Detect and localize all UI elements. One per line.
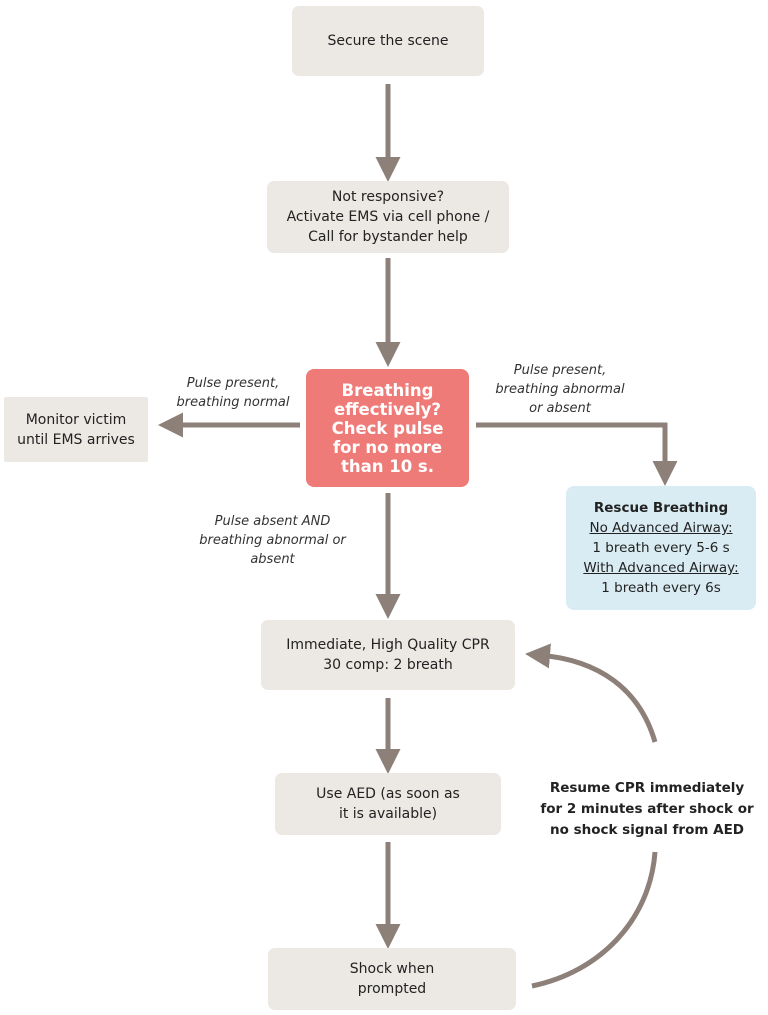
monitor-line-1: Monitor victim <box>25 411 127 428</box>
aed-line-1: Use AED (as soon as <box>316 786 460 802</box>
rescue-title: Rescue Breathing <box>593 500 729 516</box>
not-responsive-box: Not responsive? Activate EMS via cell ph… <box>267 181 509 253</box>
cpr-line-1: Immediate, High Quality CPR <box>286 637 490 653</box>
decision-line-1: Breathing <box>341 380 434 400</box>
not-responsive-line-2: Activate EMS via cell phone / <box>286 209 490 225</box>
no-airway-value: 1 breath every 5-6 s <box>592 540 730 556</box>
label-pulse-absent: Pulse absent AND breathing abnormal or a… <box>180 512 365 569</box>
shock-line-1: Shock when <box>349 961 435 977</box>
label-down-line-1: Pulse absent AND <box>214 514 331 529</box>
no-airway-label: No Advanced Airway: <box>589 520 733 536</box>
decision-line-3: Check pulse <box>331 418 444 438</box>
shock-box: Shock when prompted <box>268 948 516 1010</box>
loop-arrow-upper <box>525 643 658 743</box>
breathing-decision-box: Breathing effectively? Check pulse for n… <box>306 369 469 487</box>
monitor-line-2: until EMS arrives <box>17 431 135 448</box>
rescue-breathing-box: Rescue Breathing No Advanced Airway: 1 b… <box>566 486 756 610</box>
cpr-box: Immediate, High Quality CPR 30 comp: 2 b… <box>261 620 515 690</box>
resume-line-3: no shock signal from AED <box>549 822 744 838</box>
monitor-victim-box: Monitor victim until EMS arrives <box>4 397 148 462</box>
resume-line-2: for 2 minutes after shock or <box>540 801 754 817</box>
label-pulse-present-normal: Pulse present, breathing normal <box>158 374 308 412</box>
arrow-decision-to-rescue <box>476 422 678 486</box>
label-pulse-present-abnormal: Pulse present, breathing abnormal or abs… <box>480 361 640 418</box>
secure-scene-box: Secure the scene <box>292 6 484 76</box>
label-down-line-3: absent <box>250 552 295 567</box>
decision-line-5: than 10 s. <box>340 456 435 476</box>
label-right-line-1: Pulse present, <box>513 363 607 378</box>
loop-arrow-lower <box>531 851 658 989</box>
label-left-line-2: breathing normal <box>176 395 290 410</box>
resume-line-1: Resume CPR immediately <box>549 780 745 796</box>
decision-line-2: effectively? <box>333 399 441 419</box>
shock-line-2: prompted <box>357 981 427 997</box>
cpr-line-2: 30 comp: 2 breath <box>323 657 453 673</box>
resume-cpr-label: Resume CPR immediately for 2 minutes aft… <box>528 778 766 841</box>
with-airway-value: 1 breath every 6s <box>601 580 721 596</box>
not-responsive-line-1: Not responsive? <box>331 189 445 205</box>
secure-scene-text: Secure the scene <box>327 33 449 49</box>
with-airway-label: With Advanced Airway: <box>583 560 739 576</box>
aed-box: Use AED (as soon as it is available) <box>275 773 501 835</box>
label-right-line-2: breathing abnormal <box>495 382 625 397</box>
aed-line-2: it is available) <box>338 806 438 822</box>
label-right-line-3: or absent <box>529 401 591 416</box>
label-left-line-1: Pulse present, <box>186 376 280 391</box>
not-responsive-line-3: Call for bystander help <box>308 229 468 245</box>
label-down-line-2: breathing abnormal or <box>199 533 346 548</box>
decision-line-4: for no more <box>332 437 443 457</box>
